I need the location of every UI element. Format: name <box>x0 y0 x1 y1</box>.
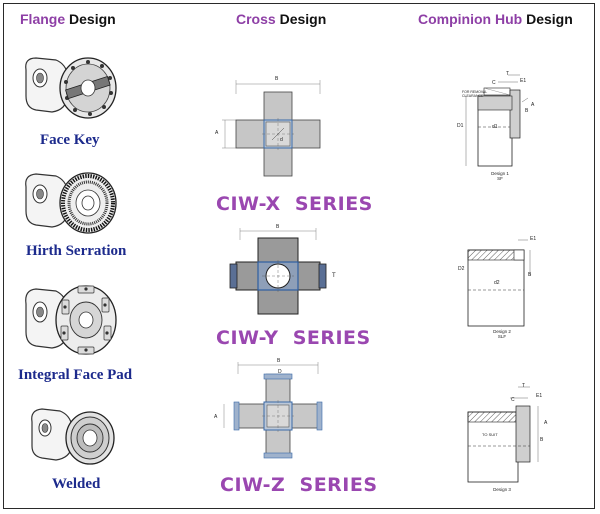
cross-x-dim-b: B <box>275 76 279 82</box>
hub-1-dim-d1: D1 <box>457 123 464 129</box>
hub-design-header: Compinion Hub Design <box>418 11 573 27</box>
integral-face-pad-flange-icon <box>25 285 117 355</box>
flange-label-hirth-serration: Hirth Serration <box>26 243 127 259</box>
ciw-y-cross-drawing <box>229 228 327 315</box>
ciw-z-cross-drawing <box>223 362 323 459</box>
hub-3-dim-to-suit: TO SUIT <box>482 432 498 437</box>
hub-1-dim-d1-inner: d1 <box>492 124 498 130</box>
flange-design-header: Flange Design <box>20 11 116 27</box>
hub-3-dim-t: T <box>522 383 526 389</box>
diagram-frame <box>3 3 595 509</box>
hub-1-dim-c: C <box>492 80 496 86</box>
hub-design-1-drawing <box>465 74 529 167</box>
series-label-ciw-x: CIW-X SERIES <box>216 193 373 215</box>
hub-2-dim-e1: E1 <box>530 236 537 242</box>
hub-3-dim-c: C <box>511 397 515 403</box>
hub-3-caption: Design 3 <box>493 487 511 492</box>
hub-3-dim-a: A <box>544 420 548 426</box>
hub-1-dim-a: A <box>531 102 535 108</box>
series-label-ciw-y: CIW-Y SERIES <box>216 327 371 349</box>
hirth-serration-flange-icon <box>25 172 117 234</box>
series-label-ciw-z: CIW-Z SERIES <box>220 474 378 496</box>
hub-design-3-drawing <box>467 386 539 483</box>
hub-2-dim-b: B <box>528 272 532 278</box>
ciw-x-cross-drawing <box>222 80 321 177</box>
welded-flange-icon <box>31 408 115 465</box>
hub-1-dim-e1: E1 <box>520 78 527 84</box>
cross-design-header: Cross Design <box>236 11 327 27</box>
hub-1-dim-removal-clearance: FOR REMOVAL CLEARANCE <box>462 90 488 98</box>
hub-2-dim-d2: D2 <box>458 266 465 272</box>
flange-label-integral-face-pad: Integral Face Pad <box>18 367 133 383</box>
hub-design-2-drawing <box>467 239 531 327</box>
flange-label-face-key: Face Key <box>40 132 100 148</box>
cross-x-dim-a: A <box>215 130 219 136</box>
face-key-flange-icon <box>25 57 117 119</box>
cross-z-dim-b: B <box>277 358 281 364</box>
cross-z-dim-d: D <box>278 369 282 375</box>
cross-z-dim-a: A <box>214 414 218 420</box>
flange-label-welded: Welded <box>52 476 101 492</box>
hub-3-dim-b: B <box>540 437 544 443</box>
hub-2-dim-d2-inner: d2 <box>494 280 500 286</box>
cross-y-dim-t: T <box>332 273 336 279</box>
hub-1-dim-t: T <box>506 71 510 77</box>
cross-y-dim-b: B <box>276 224 280 230</box>
hub-3-dim-e1: E1 <box>536 393 543 399</box>
cross-x-dim-d: d <box>280 137 283 143</box>
hub-1-dim-b: B <box>525 108 529 114</box>
